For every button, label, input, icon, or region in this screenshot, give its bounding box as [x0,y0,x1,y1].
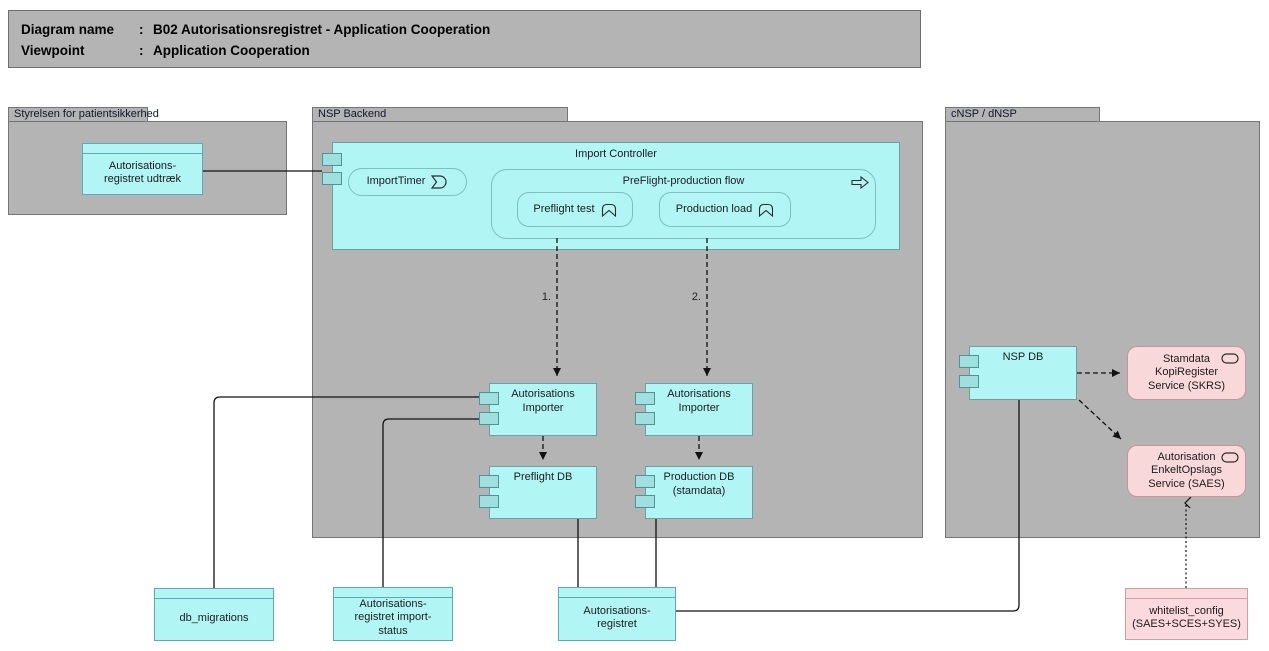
data-object-bar [334,588,452,598]
component-ears-icon [479,495,499,508]
data-object-autorisationsregistret-import-status[interactable]: Autorisations- registret import- status [333,587,453,641]
data-object-whitelist-config[interactable]: whitelist_config (SAES+SCES+SYES) [1125,588,1248,640]
component-ears-icon [635,392,655,405]
component-ears-icon [479,412,499,425]
group-label: Styrelsen for patientsikkerhed [14,108,159,120]
component-production-db[interactable]: Production DB (stamdata) [635,466,753,519]
node-label: Stamdata KopiRegister Service (SKRS) [1147,352,1226,392]
title-label: Diagram name [21,22,115,37]
event-icon [431,175,448,189]
data-object-autorisationsregistret[interactable]: Autorisations- registret [558,587,676,641]
title-label: Viewpoint [21,43,85,58]
group-tab-nsp-backend[interactable]: NSP Backend [312,107,568,122]
data-object-db-migrations[interactable]: db_migrations [154,588,274,641]
function-chevron-icon [601,203,616,217]
title-value: Application Cooperation [153,43,310,58]
title-separator: : [139,43,144,58]
node-label: Production DB (stamdata) [663,471,735,497]
node-label: whitelist_config (SAES+SCES+SYES) [1132,604,1241,631]
component-ears-icon [635,412,655,425]
service-ellipse-icon [1221,353,1239,364]
component-ears-icon [635,475,655,488]
group-label: NSP Backend [318,108,387,120]
component-ears-icon [635,495,655,508]
node-label: Production load [675,202,753,215]
title-value: B02 Autorisationsregistret - Application… [153,22,491,37]
component-ears-icon [479,475,499,488]
node-label: PreFlight-production flow [622,175,745,187]
function-preflight-test[interactable]: Preflight test [517,192,633,227]
data-object-bar [559,588,675,598]
component-import-controller[interactable]: Import Controller ImportTimer PreFlight-… [322,142,900,250]
component-nsp-db[interactable]: NSP DB [959,346,1077,400]
node-label: db_migrations [179,611,249,624]
component-ears-icon [959,355,979,368]
process-preflight-production-flow[interactable]: PreFlight-production flow Preflight test… [491,169,876,239]
node-label: Autorisations- registret udtræk [103,159,182,186]
component-autorisations-importer-left[interactable]: Autorisations Importer [479,383,597,436]
node-label: Autorisations- registret import- status [354,597,432,637]
data-object-bar [83,144,202,154]
node-label: ImportTimer [366,175,426,188]
function-production-load[interactable]: Production load [659,192,791,227]
component-ears-icon [322,172,342,185]
component-preflight-db[interactable]: Preflight DB [479,466,597,519]
process-arrow-icon [851,176,869,189]
node-label: Autorisations Importer [511,388,575,414]
node-label: Autorisations Importer [667,388,731,414]
component-ears-icon [322,153,342,166]
event-import-timer[interactable]: ImportTimer [348,168,467,196]
node-label: Autorisations- registret [583,604,651,631]
service-ellipse-icon [1221,452,1239,463]
node-label: Preflight test [533,202,595,215]
component-autorisations-importer-right[interactable]: Autorisations Importer [635,383,753,436]
component-ears-icon [479,392,499,405]
group-tab-styrelsen[interactable]: Styrelsen for patientsikkerhed [8,107,159,122]
data-object-autorisationsregistret-udtraek[interactable]: Autorisations- registret udtræk [82,143,203,195]
title-row-viewpoint: Viewpoint: Application Cooperation [21,40,920,61]
node-label: Autorisation EnkeltOpslags Service (SAES… [1148,450,1225,490]
group-tab-cnsp-dnsp[interactable]: cNSP / dNSP [945,107,1100,122]
function-chevron-icon [759,203,774,217]
data-object-bar [155,589,273,599]
title-row-diagram-name: Diagram name: B02 Autorisationsregistret … [21,19,920,40]
node-label: NSP DB [1002,351,1044,363]
title-separator: : [139,22,144,37]
service-stamdata-kopiregister-skrs[interactable]: Stamdata KopiRegister Service (SKRS) [1127,346,1246,400]
group-label: cNSP / dNSP [951,108,1017,120]
node-label: Preflight DB [513,471,573,483]
service-autorisation-enkeltopslags-saes[interactable]: Autorisation EnkeltOpslags Service (SAES… [1127,445,1246,497]
data-object-bar [1126,589,1247,599]
diagram-title-block: Diagram name: B02 Autorisationsregistret … [8,10,921,68]
component-ears-icon [959,375,979,388]
node-label: Import Controller [575,148,657,160]
